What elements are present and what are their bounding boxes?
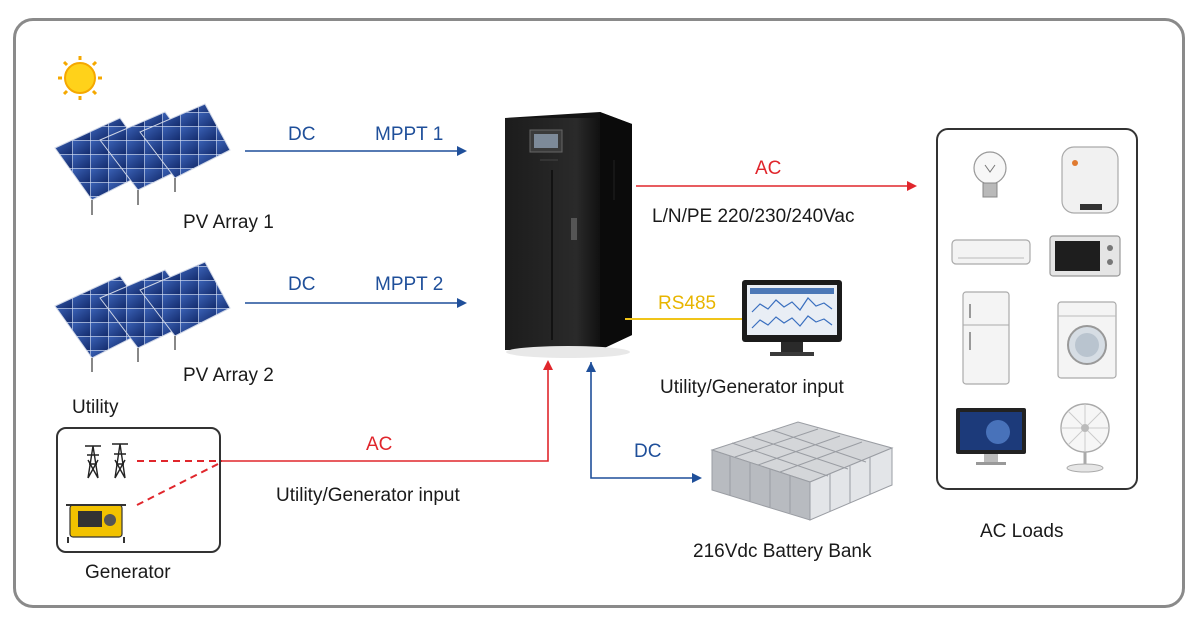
mppt2-label: MPPT 2 bbox=[375, 274, 444, 295]
battery-bank-label: 216Vdc Battery Bank bbox=[693, 541, 872, 562]
dc-label-2: DC bbox=[288, 274, 316, 295]
fan-icon bbox=[1060, 403, 1110, 473]
pv-array-1-label: PV Array 1 bbox=[183, 212, 274, 233]
washing-machine-icon bbox=[1057, 301, 1117, 379]
monitor-icon bbox=[742, 280, 842, 356]
light-bulb-icon bbox=[973, 151, 1007, 198]
microwave-icon bbox=[1049, 235, 1121, 277]
solar-panel-icon bbox=[54, 261, 231, 372]
inverter-cabinet-icon bbox=[505, 112, 632, 358]
dc-battery-label: DC bbox=[634, 441, 662, 462]
rs485-label: RS485 bbox=[658, 293, 717, 314]
pv-array-2-label: PV Array 2 bbox=[183, 365, 274, 386]
ac-input-arrow bbox=[222, 360, 553, 462]
ac-loads-label: AC Loads bbox=[980, 521, 1064, 542]
ac-loads-box bbox=[936, 128, 1138, 490]
air-conditioner-icon bbox=[951, 239, 1031, 265]
ac-input-label: AC bbox=[366, 434, 393, 455]
dc-battery-arrow bbox=[590, 362, 702, 483]
solar-panel-icon bbox=[54, 103, 231, 215]
transmission-tower-icon bbox=[85, 443, 128, 479]
utility-input-label: Utility/Generator input bbox=[276, 485, 460, 506]
desktop-monitor-icon bbox=[956, 408, 1026, 465]
generator-label: Generator bbox=[85, 562, 171, 583]
ac-output-label: AC bbox=[755, 158, 782, 179]
battery-bank-icon bbox=[710, 421, 894, 521]
sun-icon bbox=[58, 56, 102, 100]
generator-icon bbox=[66, 504, 126, 543]
generator-dashed-line bbox=[136, 463, 219, 506]
water-heater-icon bbox=[1061, 146, 1119, 214]
dc-label-1: DC bbox=[288, 124, 316, 145]
mppt1-label: MPPT 1 bbox=[375, 124, 444, 145]
refrigerator-icon bbox=[962, 291, 1010, 385]
output-spec-label: L/N/PE 220/230/240Vac bbox=[652, 206, 855, 227]
diagram-frame bbox=[13, 18, 1185, 608]
utility-generator-box bbox=[56, 427, 221, 553]
utility-label: Utility bbox=[72, 397, 119, 418]
monitor-label: Utility/Generator input bbox=[660, 377, 844, 398]
